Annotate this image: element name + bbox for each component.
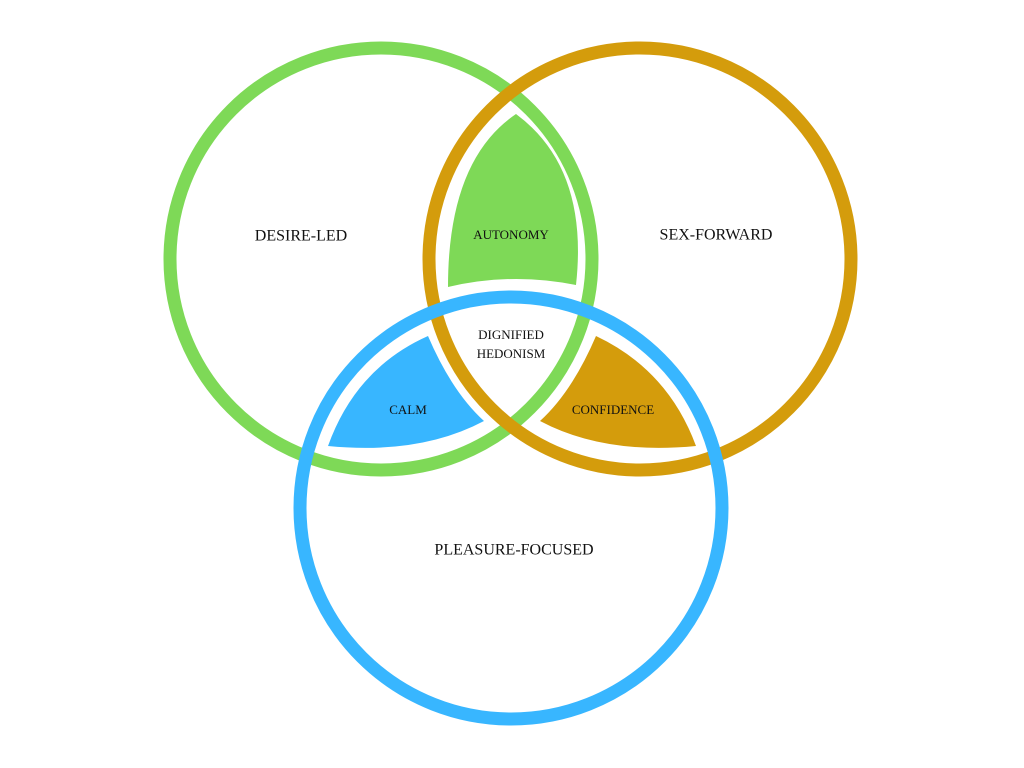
pleasure-focused-circle bbox=[293, 290, 729, 726]
dignified-hedonism-label-line1: DIGNIFIED bbox=[478, 327, 544, 342]
autonomy-label: AUTONOMY bbox=[473, 227, 549, 242]
dignified-hedonism-label-line2: HEDONISM bbox=[477, 346, 546, 361]
pleasure-focused-label: PLEASURE-FOCUSED bbox=[434, 542, 593, 559]
sex-forward-circle bbox=[422, 41, 858, 477]
desire-led-circle bbox=[163, 41, 599, 477]
confidence-label: CONFIDENCE bbox=[572, 402, 654, 417]
calm-region bbox=[328, 336, 484, 448]
autonomy-region bbox=[448, 114, 578, 287]
confidence-region bbox=[540, 336, 696, 448]
desire-led-label: DESIRE-LED bbox=[255, 228, 347, 245]
sex-forward-label: SEX-FORWARD bbox=[660, 227, 773, 244]
calm-label: CALM bbox=[389, 402, 427, 417]
